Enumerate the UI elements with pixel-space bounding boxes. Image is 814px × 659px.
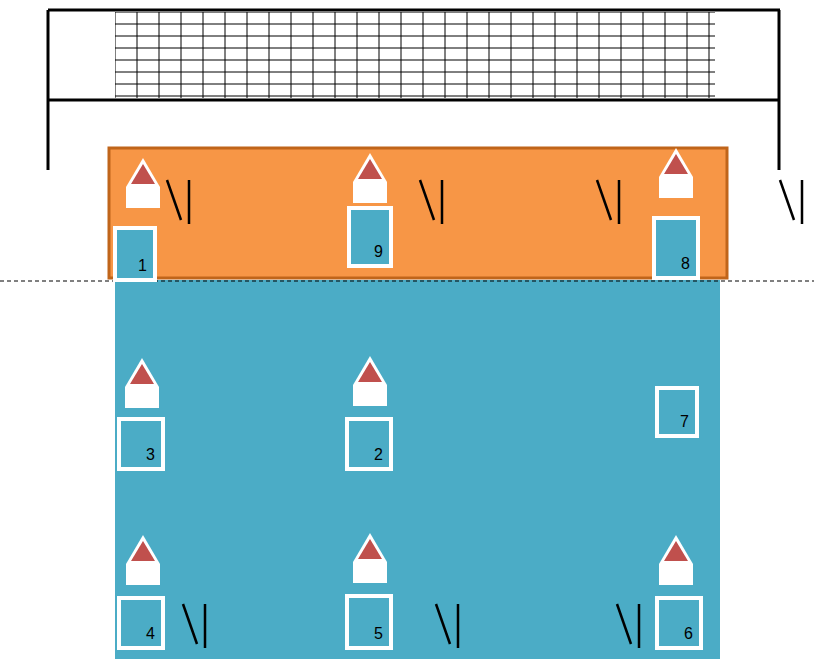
player-square: 8 [652, 216, 700, 280]
cone [353, 356, 387, 406]
player-square: 9 [347, 206, 393, 268]
player-number: 3 [146, 447, 155, 463]
net-bottom [48, 99, 780, 102]
player-number: 4 [146, 626, 155, 642]
player-square: 7 [655, 386, 699, 438]
player-square: 5 [345, 594, 393, 650]
player-square: 1 [113, 226, 157, 282]
player-number: 5 [374, 626, 383, 642]
back-court [115, 280, 720, 659]
player-number: 1 [138, 258, 147, 274]
cone [659, 535, 693, 585]
net-post [778, 10, 781, 170]
cone [125, 358, 159, 408]
target-mark [436, 604, 458, 648]
cone [126, 158, 160, 208]
target-mark [597, 180, 619, 224]
player-square: 3 [117, 417, 165, 471]
player-square: 6 [655, 596, 703, 650]
target-mark [780, 180, 802, 224]
target-mark [167, 180, 189, 224]
player-square: 4 [117, 596, 165, 650]
cone [353, 533, 387, 583]
cone [353, 153, 387, 203]
cone [126, 535, 160, 585]
player-number: 7 [680, 414, 689, 430]
cone [659, 148, 693, 198]
player-number: 9 [374, 244, 383, 260]
player-number: 8 [681, 256, 690, 272]
player-square: 2 [345, 417, 393, 471]
player-number: 2 [374, 447, 383, 463]
net-post [47, 10, 50, 170]
target-mark [617, 604, 639, 648]
player-number: 6 [684, 626, 693, 642]
target-mark [420, 180, 442, 224]
front-zone [109, 148, 727, 278]
net-mesh [115, 12, 715, 98]
net-top [48, 9, 780, 12]
target-mark [183, 604, 205, 648]
